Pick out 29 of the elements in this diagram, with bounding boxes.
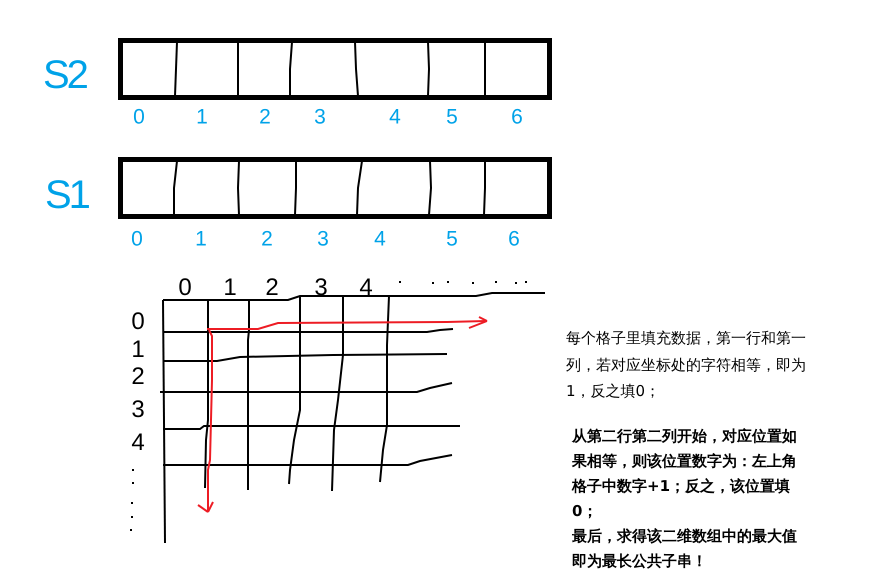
- note-text: 每个格子里填充数据，第一行和第一列，若对应坐标处的字符相等，即为1，反之填0；: [566, 328, 807, 402]
- column-index: 0: [178, 276, 192, 300]
- column-index: 3: [314, 276, 328, 300]
- array-name: S1: [45, 175, 88, 215]
- index-number: 6: [511, 106, 523, 128]
- index-number: 1: [196, 106, 208, 128]
- column-index: 4: [359, 276, 373, 300]
- index-number: 0: [131, 228, 143, 250]
- index-number: 2: [261, 228, 273, 250]
- note-text: 最后，求得该二维数组中的最大值即为最长公共子串！: [572, 526, 798, 572]
- row-index: 2: [131, 365, 145, 389]
- column-index: 1: [223, 276, 237, 300]
- index-number: 0: [133, 106, 145, 128]
- index-number: 4: [389, 106, 401, 128]
- row-index: 1: [131, 338, 145, 362]
- index-number: 5: [446, 106, 458, 128]
- index-number: 6: [508, 228, 520, 250]
- index-number: 1: [195, 228, 207, 250]
- row-index: 4: [131, 431, 145, 455]
- row-index: 0: [131, 310, 145, 334]
- index-number: 5: [446, 228, 458, 250]
- index-number: 4: [374, 228, 386, 250]
- index-number: 3: [317, 228, 329, 250]
- row-index: 3: [131, 398, 145, 422]
- array-name: S2: [43, 55, 86, 95]
- index-number: 2: [259, 106, 271, 128]
- column-index: 2: [265, 276, 279, 300]
- note-text: 从第二行第二列开始，对应位置如果相等，则该位置数字为：左上角格子中数字+1；反之，该位置填0；: [572, 426, 798, 522]
- index-number: 3: [314, 106, 326, 128]
